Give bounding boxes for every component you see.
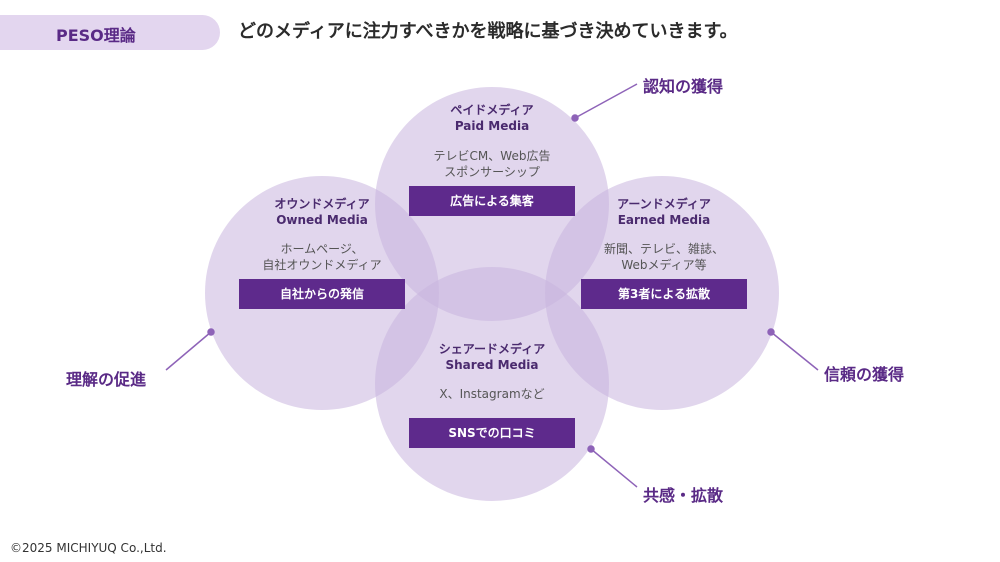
earned-media-description: 新聞、テレビ、雑誌、 Webメディア等 <box>574 241 754 273</box>
earned-media-desc-line1: 新聞、テレビ、雑誌、 <box>603 242 724 256</box>
connector-understanding <box>165 331 212 371</box>
paid-media-desc-line2: スポンサーシップ <box>444 165 540 179</box>
connector-dot-empathy <box>587 445 595 453</box>
earned-media-label-en: Earned Media <box>617 213 711 227</box>
shared-media-description: X、Instagramなど <box>412 386 572 402</box>
owned-media-label-jp: オウンドメディア <box>274 197 370 211</box>
owned-media-desc-line2: 自社オウンドメディア <box>262 258 382 272</box>
section-tag: PESO理論 <box>0 15 220 50</box>
shared-media-title: シェアードメディア Shared Media <box>412 341 572 373</box>
section-tag-label: PESO理論 <box>56 26 136 45</box>
connector-recognition <box>574 83 638 119</box>
owned-media-label-en: Owned Media <box>276 213 368 227</box>
shared-media-label-en: Shared Media <box>445 358 539 372</box>
paid-media-label-jp: ペイドメディア <box>450 103 534 117</box>
connector-dot-trust <box>767 328 775 336</box>
owned-media-desc-line1: ホームページ、 <box>280 242 364 256</box>
outer-label-understanding: 理解の促進 <box>66 370 147 389</box>
circle-shared <box>375 267 609 501</box>
paid-media-role-box: 広告による集客 <box>409 186 575 216</box>
earned-media-label-jp: アーンドメディア <box>617 197 711 211</box>
paid-media-title: ペイドメディア Paid Media <box>412 102 572 134</box>
owned-media-description: ホームページ、 自社オウンドメディア <box>232 241 412 273</box>
connector-dot-recognition <box>571 114 579 122</box>
outer-label-empathy: 共感・拡散 <box>643 486 724 505</box>
copyright: ©2025 MICHIYUQ Co.,Ltd. <box>10 541 167 555</box>
earned-media-desc-line2: Webメディア等 <box>621 258 707 272</box>
connector-empathy <box>590 448 638 488</box>
outer-label-recognition: 認知の獲得 <box>643 77 724 96</box>
connector-trust <box>770 331 819 371</box>
shared-media-desc-line1: X、Instagramなど <box>439 387 545 401</box>
connector-dot-understanding <box>207 328 215 336</box>
paid-media-desc-line1: テレビCM、Web広告 <box>433 149 551 163</box>
paid-media-description: テレビCM、Web広告 スポンサーシップ <box>412 148 572 180</box>
earned-media-role-box: 第3者による拡散 <box>581 279 747 309</box>
shared-media-label-jp: シェアードメディア <box>438 342 546 356</box>
page-headline: どのメディアに注力すべきかを戦略に基づき決めていきます。 <box>238 21 738 42</box>
earned-media-title: アーンドメディア Earned Media <box>584 196 744 228</box>
owned-media-role-box: 自社からの発信 <box>239 279 405 309</box>
shared-media-role-box: SNSでの口コミ <box>409 418 575 448</box>
owned-media-title: オウンドメディア Owned Media <box>242 196 402 228</box>
outer-label-trust: 信頼の獲得 <box>824 365 905 384</box>
paid-media-label-en: Paid Media <box>454 119 530 133</box>
